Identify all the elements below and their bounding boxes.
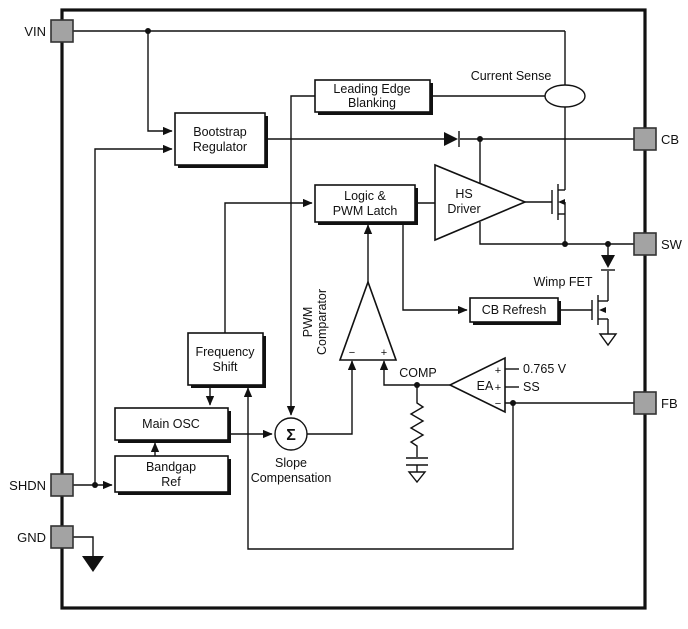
hs-driver-label-1: HS	[455, 187, 472, 201]
pin-cb	[633, 127, 657, 151]
junction-dot	[145, 28, 151, 34]
bootstrap-label-2: Regulator	[193, 140, 247, 154]
bandgap-label-2: Ref	[161, 475, 181, 489]
ground-icon	[598, 333, 618, 347]
cb-refresh-block: CB Refresh	[469, 297, 561, 325]
wire-sigma-comparator	[307, 360, 357, 435]
wires	[73, 28, 634, 556]
chip-outline	[60, 8, 647, 610]
latch-label-1: Logic &	[344, 189, 386, 203]
wire-freqshift-latch	[224, 198, 313, 333]
pin-sw-label: SW	[661, 237, 683, 252]
wire-leb-sigma	[286, 95, 315, 416]
bandgap-label-1: Bandgap	[146, 460, 196, 474]
pin-fb	[633, 391, 657, 415]
pin-cb-label: CB	[661, 132, 679, 147]
pin-vin-label: VIN	[24, 24, 46, 39]
frequency-shift-block: Frequency Shift	[187, 332, 266, 388]
ea-minus: −	[495, 398, 501, 410]
latch-label-2: PWM Latch	[333, 204, 398, 218]
junction-dot	[510, 400, 516, 406]
cb-refresh-label: CB Refresh	[482, 303, 547, 317]
slope-compensation-label-2: Compensation	[251, 471, 332, 485]
pins: VIN SHDN GND CB SW FB	[9, 19, 683, 549]
pin-sw	[633, 232, 657, 256]
ea-plus-1: +	[495, 365, 501, 377]
wimp-fet-label: Wimp FET	[533, 275, 592, 289]
wire-vin-bootstrap	[147, 31, 173, 136]
pwm-comparator-label-2: Comparator	[315, 289, 329, 355]
freq-shift-label-2: Shift	[212, 360, 238, 374]
main-osc-block: Main OSC	[114, 407, 231, 443]
symbols: Σ	[82, 84, 618, 572]
gnd-arrow-icon	[82, 556, 104, 572]
ea-plus-2: +	[495, 382, 501, 394]
vref-label: 0.765 V	[523, 362, 567, 376]
wire-ea-comparator	[379, 360, 450, 386]
pin-fb-label: FB	[661, 396, 678, 411]
junction-dot	[605, 241, 611, 247]
leb-label-2: Blanking	[348, 96, 396, 110]
mosfet-icon	[551, 184, 566, 220]
summing-node-icon: Σ	[274, 417, 308, 451]
wire-shdn-bootstrap	[94, 144, 173, 485]
junction-dot	[414, 382, 420, 388]
comparator-minus: −	[349, 347, 355, 359]
blocks: Bootstrap Regulator Leading Edge Blankin…	[114, 79, 561, 495]
error-amp-block: EA + + −	[448, 356, 506, 414]
wire-fb-freqshift	[243, 387, 514, 550]
pin-gnd-label: GND	[17, 530, 46, 545]
pwm-comparator-block: − + PWM Comparator	[301, 279, 398, 361]
leb-label-1: Leading Edge	[333, 82, 410, 96]
diode-icon	[601, 255, 615, 271]
hs-driver-block: HS Driver	[434, 163, 528, 242]
current-sense-label: Current Sense	[471, 69, 552, 83]
sigma-symbol: Σ	[286, 427, 296, 444]
wimp-fet-icon	[591, 295, 608, 325]
junction-dot	[562, 241, 568, 247]
bootstrap-label-1: Bootstrap	[193, 125, 247, 139]
wire-gnd	[73, 536, 94, 556]
junction-dot	[92, 482, 98, 488]
logic-pwm-latch-block: Logic & PWM Latch	[314, 184, 418, 225]
pin-gnd	[50, 525, 74, 549]
bandgap-ref-block: Bandgap Ref	[114, 455, 231, 495]
freq-shift-label-1: Frequency	[195, 345, 255, 359]
ss-label: SS	[523, 380, 540, 394]
junction-dot	[477, 136, 483, 142]
hs-driver-label-2: Driver	[447, 202, 480, 216]
comp-label: COMP	[399, 366, 437, 380]
current-sense-icon	[544, 84, 586, 108]
slope-compensation-label-1: Slope	[275, 456, 307, 470]
ea-label: EA	[477, 379, 494, 393]
main-osc-label: Main OSC	[142, 417, 200, 431]
pwm-comparator-label-1: PWM	[301, 307, 315, 338]
pin-vin	[50, 19, 74, 43]
wire-comp-resistor	[409, 385, 425, 457]
ground-icon	[407, 471, 427, 484]
pin-shdn-label: SHDN	[9, 478, 46, 493]
wire-sw-rail	[479, 222, 634, 245]
bootstrap-regulator-block: Bootstrap Regulator	[174, 112, 268, 168]
leading-edge-blanking-block: Leading Edge Blanking	[314, 79, 433, 115]
wire-latch-cbrefresh	[402, 222, 468, 315]
diode-icon	[444, 131, 460, 147]
floating-labels: Current Sense Wimp FET COMP Slope Compen…	[251, 69, 593, 485]
comparator-plus: +	[381, 347, 387, 359]
pin-shdn	[50, 473, 74, 497]
